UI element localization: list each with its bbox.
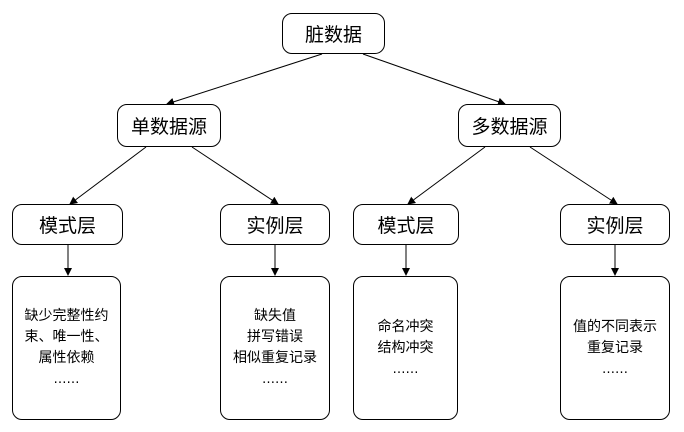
single-source-node: 单数据源	[117, 104, 221, 147]
multi-source-schema-detail-ellipsis: ……	[392, 361, 419, 377]
multi-source-instance-detail-1: 值的不同表示	[573, 318, 657, 335]
multi-source-schema-detail-1: 命名冲突	[377, 318, 434, 335]
multi-source-instance-detail-2: 重复记录	[587, 339, 643, 356]
multi-source-instance-details-node: 值的不同表示 重复记录 ……	[560, 276, 670, 420]
arrow-root-to-single-source	[166, 53, 323, 106]
single-source-schema-details-node: 缺少完整性约 束、唯一性、 属性依赖 ……	[12, 276, 121, 420]
root-node: 脏数据	[282, 13, 385, 54]
single-source-label: 单数据源	[130, 116, 207, 138]
single-source-schema-detail-1: 缺少完整性约	[24, 308, 109, 324]
multi-source-schema-layer-node: 模式层	[353, 204, 459, 245]
multi-source-schema-details-node: 命名冲突 结构冲突 ……	[353, 276, 458, 420]
single-source-instance-detail-3: 相似重复记录	[233, 350, 317, 366]
multi-source-instance-layer-node: 实例层	[560, 204, 670, 245]
root-label: 脏数据	[304, 24, 362, 46]
arrow-multi-source-to-schema-layer	[407, 146, 486, 205]
single-source-schema-detail-3: 属性依赖	[38, 350, 95, 366]
multi-source-label: 多数据源	[471, 116, 548, 138]
multi-source-schema-layer-label: 模式层	[377, 215, 435, 237]
multi-source-schema-detail-2: 结构冲突	[377, 339, 434, 356]
single-source-instance-layer-label: 实例层	[246, 215, 304, 237]
arrow-single-source-to-instance-layer	[191, 146, 279, 205]
multi-source-instance-detail-ellipsis: ……	[602, 361, 628, 377]
single-source-schema-detail-ellipsis: ……	[53, 372, 80, 387]
arrow-single-source-to-schema-layer	[69, 146, 147, 205]
single-source-instance-detail-2: 拼写错误	[247, 329, 303, 345]
multi-source-node: 多数据源	[458, 104, 561, 147]
single-source-schema-layer-node: 模式层	[12, 204, 123, 245]
single-source-schema-layer-label: 模式层	[38, 215, 96, 237]
arrow-multi-source-to-instance-layer	[529, 146, 618, 205]
single-source-instance-details-node: 缺失值 拼写错误 相似重复记录 ……	[220, 276, 330, 420]
arrow-root-to-multi-source	[362, 53, 506, 106]
multi-source-instance-layer-label: 实例层	[586, 215, 644, 237]
single-source-schema-detail-2: 束、唯一性、	[24, 329, 109, 345]
single-source-instance-layer-node: 实例层	[220, 204, 330, 245]
single-source-instance-detail-ellipsis: ……	[262, 372, 288, 387]
single-source-instance-detail-1: 缺失值	[254, 308, 296, 324]
